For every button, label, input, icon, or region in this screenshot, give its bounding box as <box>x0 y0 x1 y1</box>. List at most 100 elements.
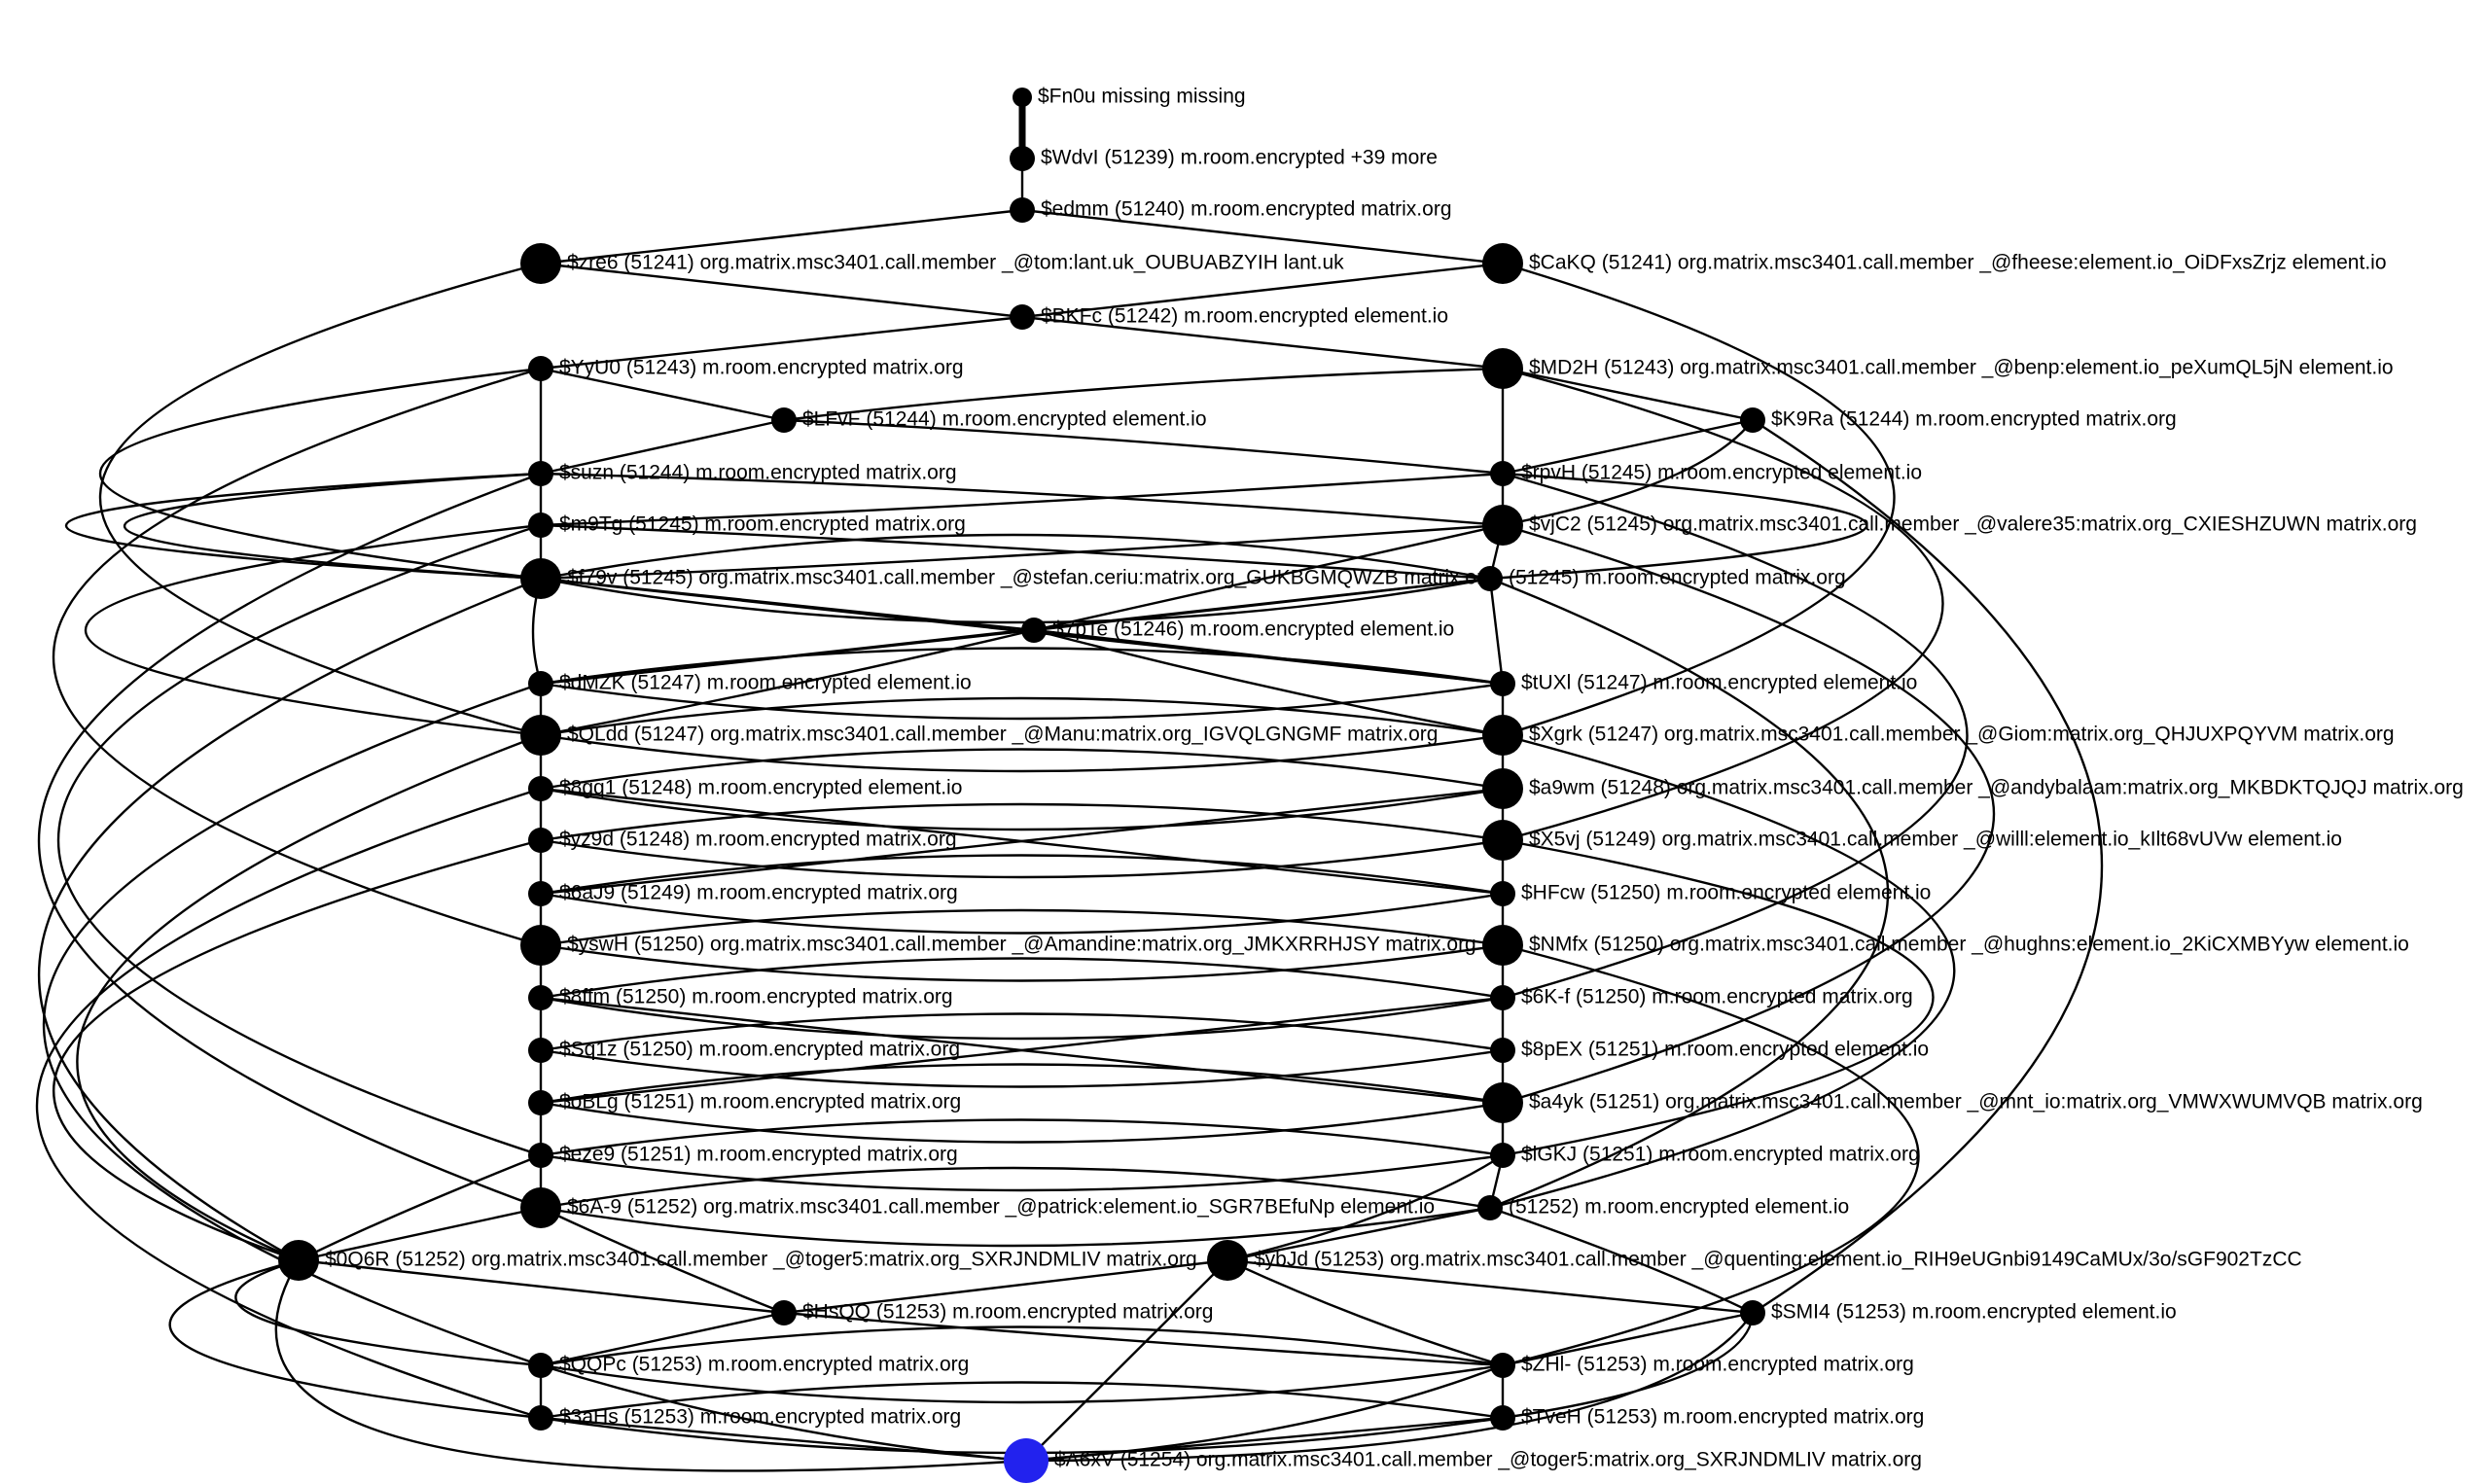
graph-edge <box>540 262 1023 319</box>
graph-edge <box>540 854 1504 896</box>
graph-edge <box>1502 838 1935 1157</box>
graph-edge <box>1502 1311 1754 1367</box>
node-label: $m9Tg (51245) m.room.encrypted matrix.or… <box>559 513 966 536</box>
graph-node[interactable] <box>1490 985 1515 1010</box>
graph-node[interactable] <box>520 925 561 966</box>
node-label: $a4yk (51251) org.matrix.msc3401.call.me… <box>1529 1091 2423 1113</box>
graph-edge <box>540 367 785 422</box>
graph-node[interactable] <box>1013 88 1032 107</box>
graph-node[interactable] <box>528 828 553 853</box>
graph-edge <box>52 367 542 947</box>
graph-node[interactable] <box>1207 1240 1248 1281</box>
graph-edge <box>298 1258 785 1315</box>
graph-edge <box>540 1063 1504 1105</box>
node-label: $oBLg (51251) m.room.encrypted matrix.or… <box>559 1091 961 1113</box>
graph-edge <box>540 533 1491 581</box>
graph-edge <box>540 472 1504 527</box>
graph-edge <box>540 682 1504 721</box>
graph-node[interactable] <box>1482 348 1523 389</box>
node-label: $CaKQ (51241) org.matrix.msc3401.call.me… <box>1529 252 2387 274</box>
graph-node[interactable] <box>528 671 553 696</box>
graph-edge <box>1033 523 1504 632</box>
graph-node[interactable] <box>528 776 553 801</box>
graph-edge <box>1752 418 2104 1315</box>
node-label: $NMfx (51250) org.matrix.msc3401.call.me… <box>1529 934 2409 956</box>
graph-edge <box>540 523 1504 581</box>
graph-edge <box>540 957 1504 1000</box>
graph-node[interactable] <box>1010 197 1035 223</box>
graph-edge <box>65 472 542 581</box>
graph-edge <box>540 1311 785 1367</box>
graph-node[interactable] <box>1021 618 1047 643</box>
graph-node[interactable] <box>1477 566 1503 591</box>
graph-node[interactable] <box>528 1038 553 1063</box>
graph-node[interactable] <box>1482 925 1523 966</box>
node-label: $ybJd (51253) org.matrix.msc3401.call.me… <box>1254 1249 2302 1271</box>
graph-node[interactable] <box>771 407 797 433</box>
graph-edge <box>783 1258 1228 1315</box>
graph-edge <box>1502 472 1969 1000</box>
graph-node[interactable] <box>520 715 561 756</box>
graph-edge <box>540 1166 1491 1210</box>
node-label: $YyU0 (51243) m.room.encrypted matrix.or… <box>559 357 964 379</box>
graph-node[interactable] <box>1482 768 1523 809</box>
node-label: $suzn (51244) m.room.encrypted matrix.or… <box>559 462 957 484</box>
graph-node[interactable] <box>528 356 553 381</box>
node-label: $a9wm (51248) org.matrix.msc3401.call.me… <box>1529 777 2464 799</box>
graph-node[interactable] <box>528 1143 553 1168</box>
node-label: $6K-f (51250) m.room.encrypted matrix.or… <box>1521 986 1913 1008</box>
graph-node[interactable] <box>1010 304 1035 330</box>
graph-edge <box>540 787 1504 831</box>
graph-edge <box>234 1258 542 1367</box>
graph-node[interactable] <box>1482 505 1523 546</box>
node-label: $7pTe (51246) m.room.encrypted element.i… <box>1052 618 1454 641</box>
graph-node[interactable] <box>520 558 561 599</box>
graph-node[interactable] <box>1482 715 1523 756</box>
graph-node[interactable] <box>1490 1143 1515 1168</box>
graph-edge <box>540 892 1504 935</box>
graph-node[interactable] <box>1490 1405 1515 1431</box>
graph-node[interactable] <box>528 1405 553 1431</box>
graph-node[interactable] <box>1740 1300 1765 1325</box>
node-label: $HsQQ (51253) m.room.encrypted matrix.or… <box>802 1301 1213 1324</box>
graph-node[interactable] <box>1477 1195 1503 1220</box>
graph-node[interactable] <box>520 243 561 284</box>
graph-node[interactable] <box>1490 881 1515 906</box>
graph-edge <box>540 1101 1504 1144</box>
node-label: $HFcw (51250) m.room.encrypted element.i… <box>1521 882 1931 904</box>
graph-node[interactable] <box>528 881 553 906</box>
graph-node[interactable] <box>1490 1038 1515 1063</box>
graph-node[interactable] <box>1490 1353 1515 1378</box>
graph-node[interactable] <box>278 1240 319 1281</box>
node-label: $MD2H (51243) org.matrix.msc3401.call.me… <box>1529 357 2394 379</box>
node-label: $QQPc (51253) m.room.encrypted matrix.or… <box>559 1354 969 1376</box>
graph-node[interactable] <box>1482 820 1523 861</box>
graph-edge <box>298 1206 542 1262</box>
graph-edge <box>540 577 1491 686</box>
graph-node[interactable] <box>1482 243 1523 284</box>
graph-node[interactable] <box>1004 1438 1049 1483</box>
graph-node[interactable] <box>771 1300 797 1325</box>
graph-node[interactable] <box>1482 1082 1523 1123</box>
graph-edge <box>1502 523 1995 1105</box>
graph-node[interactable] <box>528 1353 553 1378</box>
graph-node[interactable] <box>528 1090 553 1115</box>
graph-node[interactable] <box>1490 461 1515 486</box>
node-label: $f79v (51245) org.matrix.msc3401.call.me… <box>567 567 1495 589</box>
graph-node[interactable] <box>1010 146 1035 171</box>
edges-layer <box>36 96 2104 1472</box>
node-label: $zre6 (51241) org.matrix.msc3401.call.me… <box>567 252 1344 274</box>
graph-edge <box>540 1012 1504 1052</box>
graph-edge <box>540 943 1504 982</box>
graph-node[interactable] <box>528 512 553 538</box>
node-label: $ZHl- (51253) m.room.encrypted matrix.or… <box>1521 1354 1914 1376</box>
graph-edge <box>1502 419 1754 527</box>
graph-edge <box>36 787 542 1420</box>
graph-edge <box>85 523 542 737</box>
graph-node[interactable] <box>528 985 553 1010</box>
graph-edge <box>1489 472 1868 581</box>
graph-node[interactable] <box>1490 671 1515 696</box>
graph-node[interactable] <box>520 1187 561 1228</box>
graph-node[interactable] <box>528 461 553 486</box>
graph-node[interactable] <box>1740 407 1765 433</box>
